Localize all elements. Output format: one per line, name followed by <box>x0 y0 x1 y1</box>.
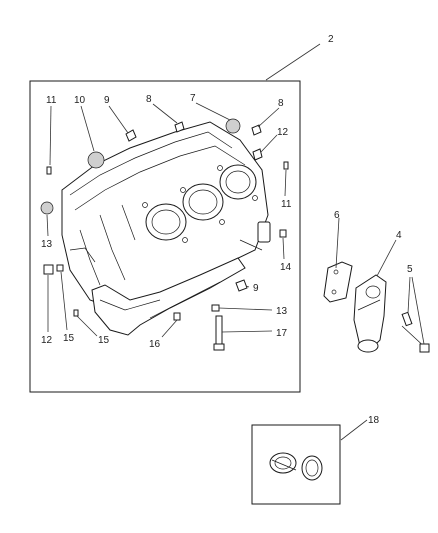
block-skirt <box>91 257 246 336</box>
plug-15-left <box>56 264 64 272</box>
bolts-5 <box>401 311 430 353</box>
plug-8-left <box>174 121 185 133</box>
callout-labels: 2 11 10 9 8 7 8 12 11 14 13 12 15 15 16 … <box>41 34 413 426</box>
dowel-15-lower <box>73 309 79 317</box>
callout-4: 4 <box>396 230 402 241</box>
callout-15-lower: 15 <box>98 335 110 346</box>
callout-9-lower: 9 <box>253 283 259 294</box>
callout-8-right: 8 <box>278 98 284 109</box>
plug-9-top <box>125 129 137 142</box>
expansion-plug-10 <box>87 151 105 169</box>
bolt-17 <box>213 315 225 351</box>
plug-9-lower <box>235 279 248 292</box>
callout-12-lower: 12 <box>41 335 53 346</box>
dowel-pin-11-left <box>46 166 52 175</box>
oil-filter-adapter-4 <box>353 274 387 353</box>
callout-6: 6 <box>334 210 340 221</box>
callout-7: 7 <box>190 93 196 104</box>
callout-14: 14 <box>280 262 292 273</box>
seal-kit-18 <box>269 452 323 481</box>
expansion-plug-7 <box>225 118 241 134</box>
callout-5: 5 <box>407 264 413 275</box>
plug-12-right <box>252 148 263 161</box>
expansion-plug-13-left <box>40 201 54 215</box>
dowel-pin-11-right <box>283 161 289 170</box>
callout-13-lower: 13 <box>276 306 288 317</box>
callout-8-left: 8 <box>146 94 152 105</box>
plug-12-lower <box>43 264 54 275</box>
dowel-13-lower <box>211 304 220 312</box>
callout-11-left: 11 <box>46 95 57 106</box>
callout-15-left: 15 <box>63 333 75 344</box>
callout-18: 18 <box>368 415 380 426</box>
callout-17: 17 <box>276 328 288 339</box>
gasket-6 <box>323 261 353 303</box>
leader-lines <box>46 43 425 441</box>
seal-kit-frame <box>251 424 341 505</box>
plug-16 <box>173 312 181 321</box>
callout-16: 16 <box>149 339 161 350</box>
callout-13-left: 13 <box>41 239 53 250</box>
callout-2: 2 <box>328 34 334 45</box>
plug-8-right <box>251 124 262 136</box>
plug-14 <box>279 229 287 238</box>
block-assembly-frame <box>29 80 301 393</box>
callout-9-top: 9 <box>104 95 110 106</box>
callout-11-right: 11 <box>281 199 292 210</box>
callout-10: 10 <box>74 95 86 106</box>
engine-block <box>61 121 271 311</box>
callout-12-right: 12 <box>277 127 289 138</box>
